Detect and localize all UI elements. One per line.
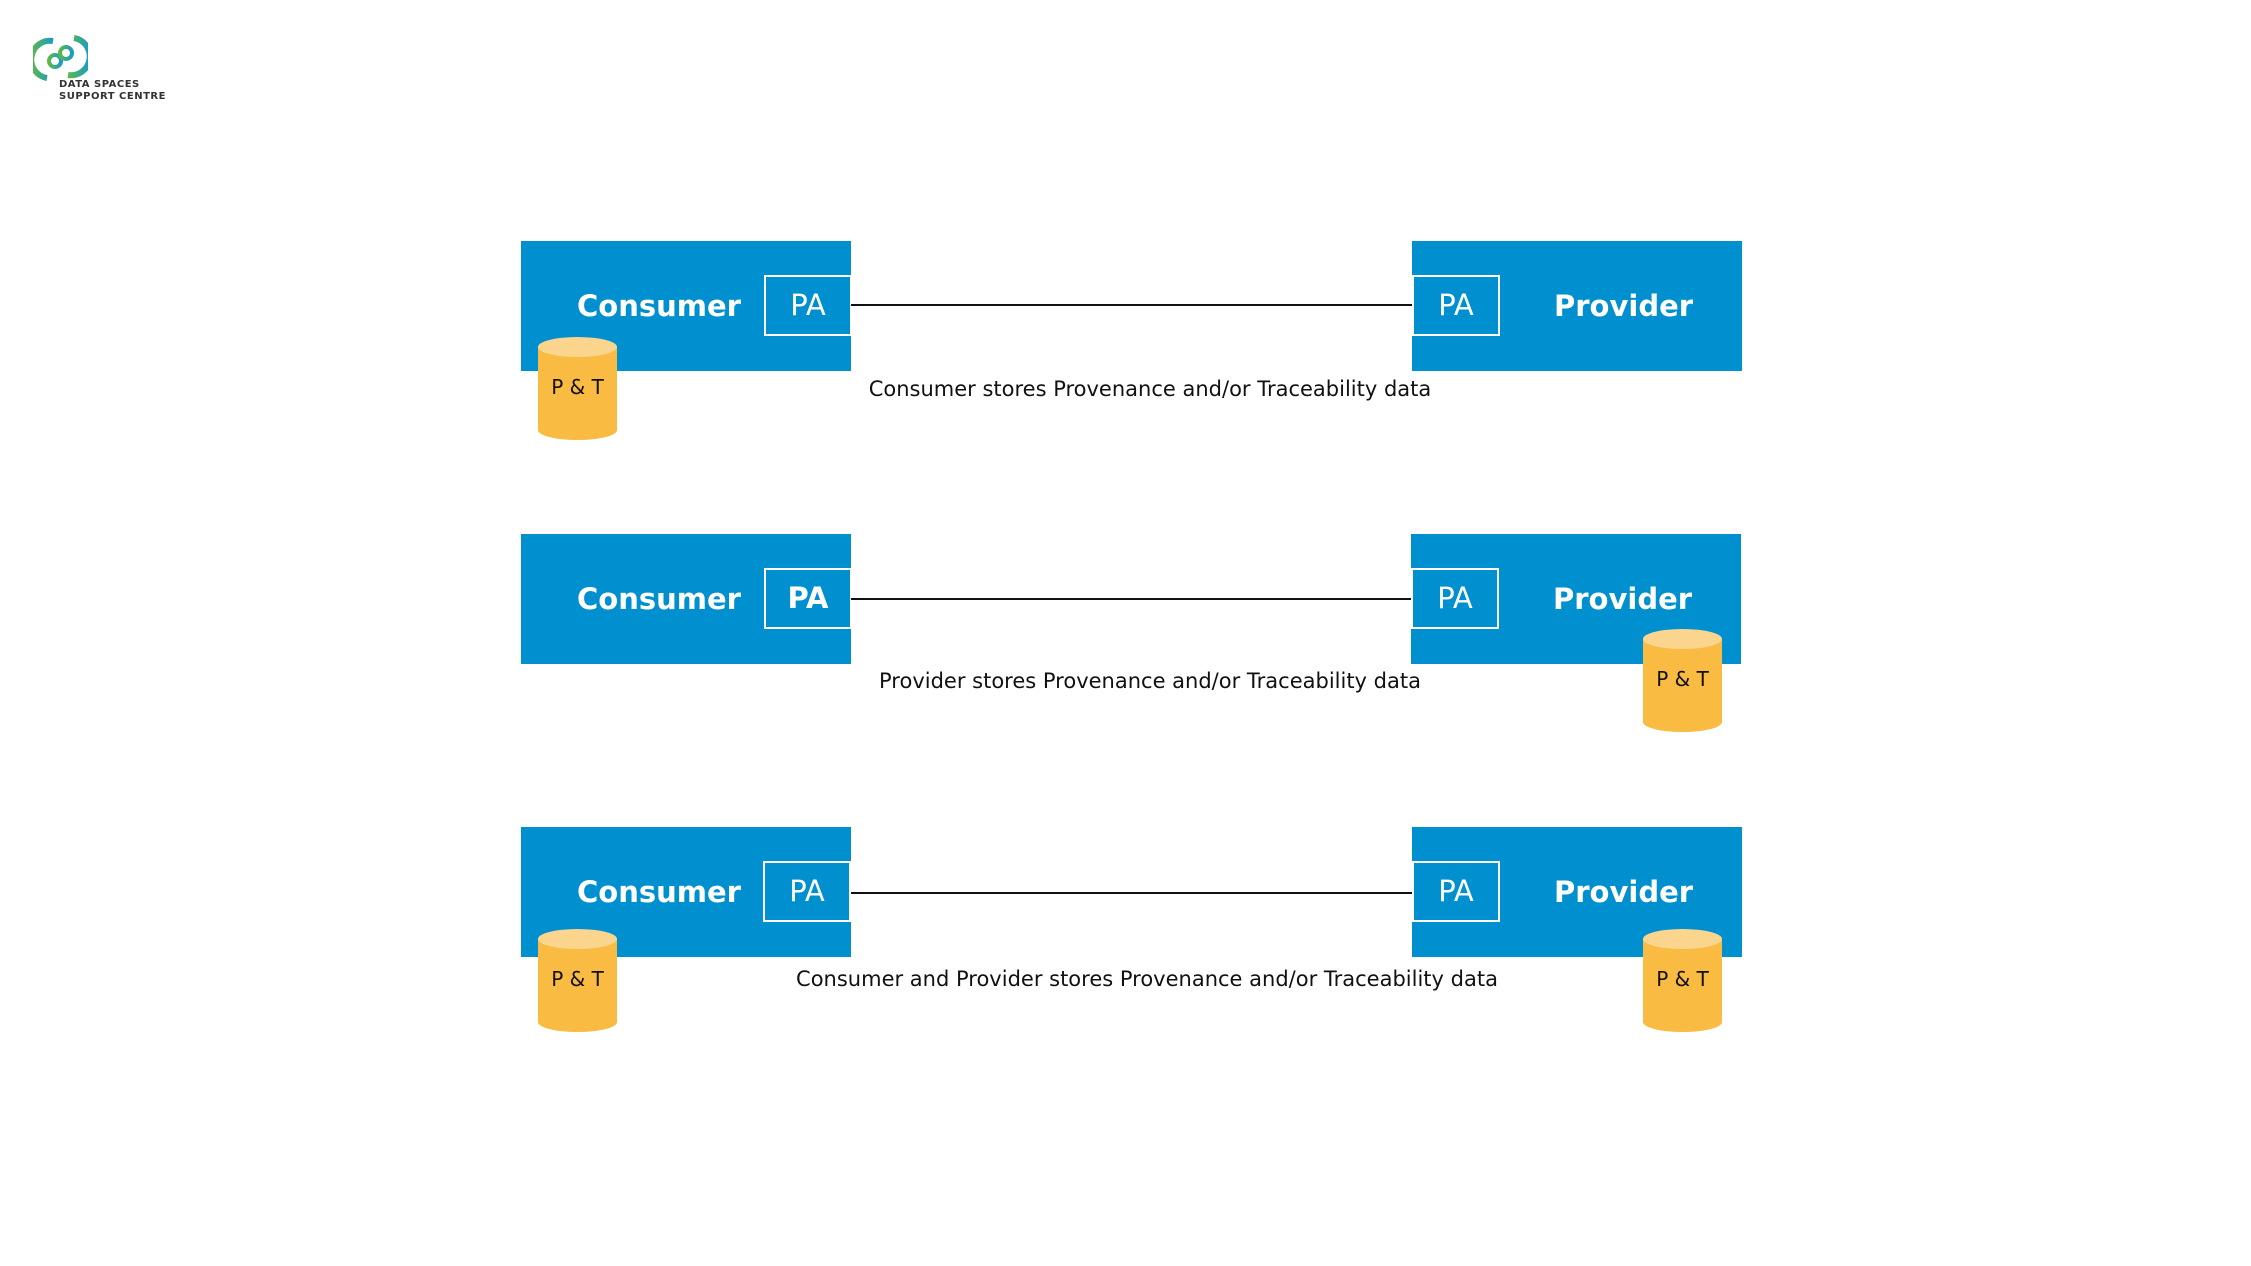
consumer-box: Consumer PA <box>521 534 852 664</box>
caption: Provider stores Provenance and/or Tracea… <box>879 669 1421 693</box>
database-icon <box>1643 629 1722 732</box>
database-cylinder: P & T <box>538 337 617 440</box>
database-icon <box>1643 929 1722 1032</box>
consumer-pa: PA <box>764 568 852 629</box>
provider-label: Provider <box>1554 289 1694 323</box>
provider-pa: PA <box>1412 861 1500 922</box>
consumer-pa: PA <box>764 275 852 336</box>
consumer-label: Consumer <box>577 582 741 616</box>
database-cylinder-provider: P & T <box>1643 929 1722 1032</box>
provider-box: PA Provider <box>1412 241 1742 371</box>
provider-pa: PA <box>1411 568 1499 629</box>
caption: Consumer stores Provenance and/or Tracea… <box>868 377 1432 401</box>
caption: Consumer and Provider stores Provenance … <box>796 967 1498 991</box>
provider-pa: PA <box>1412 275 1500 336</box>
connection-line <box>851 892 1412 894</box>
provider-label: Provider <box>1553 582 1693 616</box>
connection-line <box>851 598 1412 600</box>
connection-line <box>851 304 1412 306</box>
database-cylinder: P & T <box>1643 629 1722 732</box>
dssc-logo-icon <box>33 35 88 81</box>
database-icon <box>538 929 617 1032</box>
consumer-label: Consumer <box>577 875 741 909</box>
consumer-pa: PA <box>763 861 851 922</box>
database-cylinder-consumer: P & T <box>538 929 617 1032</box>
database-icon <box>538 337 617 440</box>
provider-label: Provider <box>1554 875 1694 909</box>
consumer-label: Consumer <box>577 289 741 323</box>
